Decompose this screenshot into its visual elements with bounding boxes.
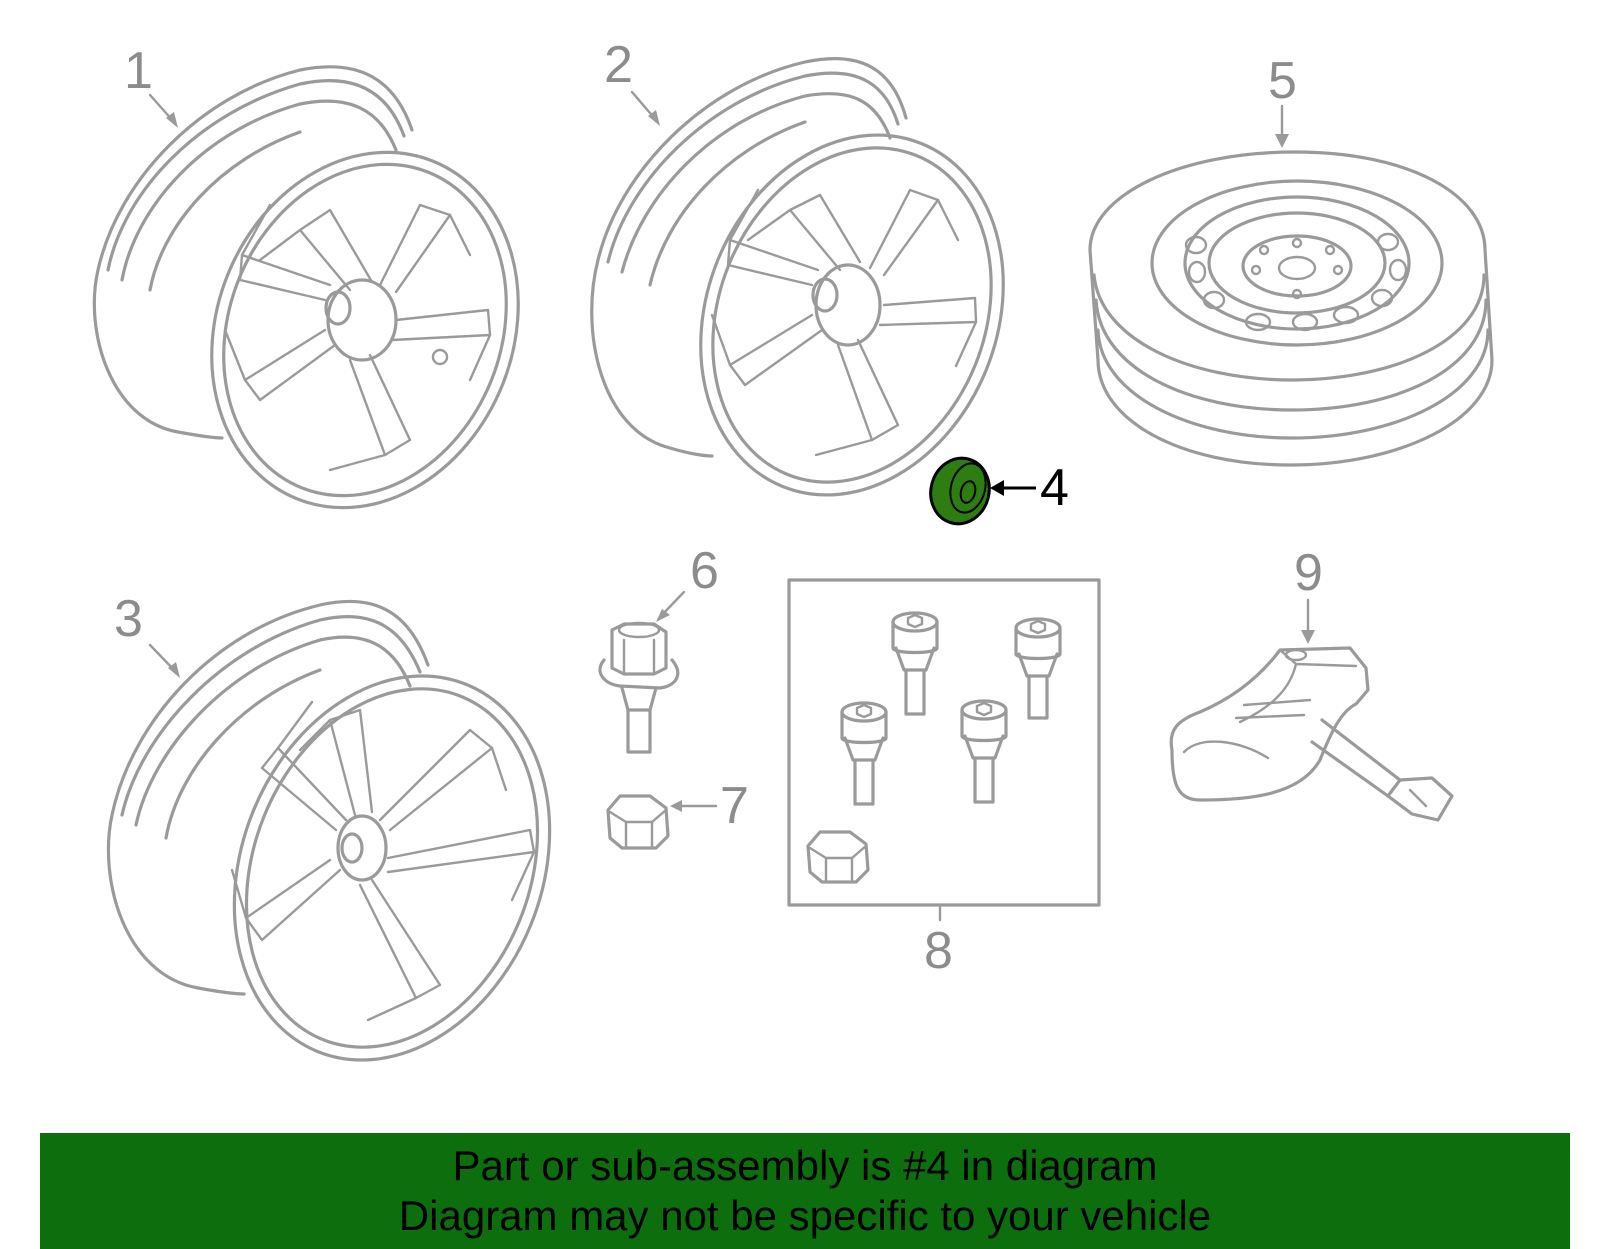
svg-text:5: 5: [1268, 52, 1297, 110]
lock-bolt-b: [1014, 617, 1062, 720]
wheel-1-alloy-wheel-icon[interactable]: [92, 65, 570, 554]
banner-line-disclaimer: Diagram may not be specific to your vehi…: [398, 1192, 1212, 1239]
callout-4: 4: [990, 459, 1069, 517]
wheel-5-spare-wheel-icon[interactable]: [1088, 150, 1494, 467]
svg-text:3: 3: [114, 590, 143, 648]
part-7-bolt-cap-icon[interactable]: [606, 794, 670, 850]
banner-background: [40, 1133, 1570, 1249]
part-9-tpms-sensor-icon[interactable]: [1169, 646, 1454, 822]
lock-bolt-d: [960, 699, 1008, 804]
lock-bolt-a: [891, 611, 939, 716]
callout-8: 8: [924, 905, 953, 980]
banner-line-part: Part or sub-assembly is #4 in diagram: [452, 1142, 1158, 1189]
lock-bolt-cap: [806, 830, 870, 884]
callout-2: 2: [604, 36, 660, 126]
callout-6: 6: [656, 542, 719, 622]
callout-9: 9: [1294, 544, 1323, 644]
svg-text:2: 2: [604, 36, 633, 94]
wheel-3-alloy-wheel-icon[interactable]: [106, 599, 605, 1107]
svg-text:6: 6: [690, 542, 719, 600]
info-banner: Part or sub-assembly is #4 in diagram Di…: [40, 1133, 1570, 1249]
wheel-2-alloy-wheel-icon[interactable]: [590, 57, 1056, 541]
callout-1: 1: [124, 42, 178, 128]
svg-text:7: 7: [720, 777, 749, 835]
callout-5: 5: [1268, 52, 1297, 148]
svg-text:4: 4: [1040, 459, 1069, 517]
part-8-lock-bolt-set-icon[interactable]: [787, 578, 1101, 907]
svg-text:8: 8: [924, 922, 953, 980]
part-4-valve-cap-icon[interactable]: [923, 452, 996, 531]
lock-bolt-c: [840, 701, 888, 806]
svg-text:9: 9: [1294, 544, 1323, 602]
svg-text:1: 1: [124, 42, 153, 100]
callout-3: 3: [114, 590, 180, 678]
callout-7: 7: [670, 777, 749, 835]
part-6-lug-bolt-icon[interactable]: [598, 621, 680, 754]
